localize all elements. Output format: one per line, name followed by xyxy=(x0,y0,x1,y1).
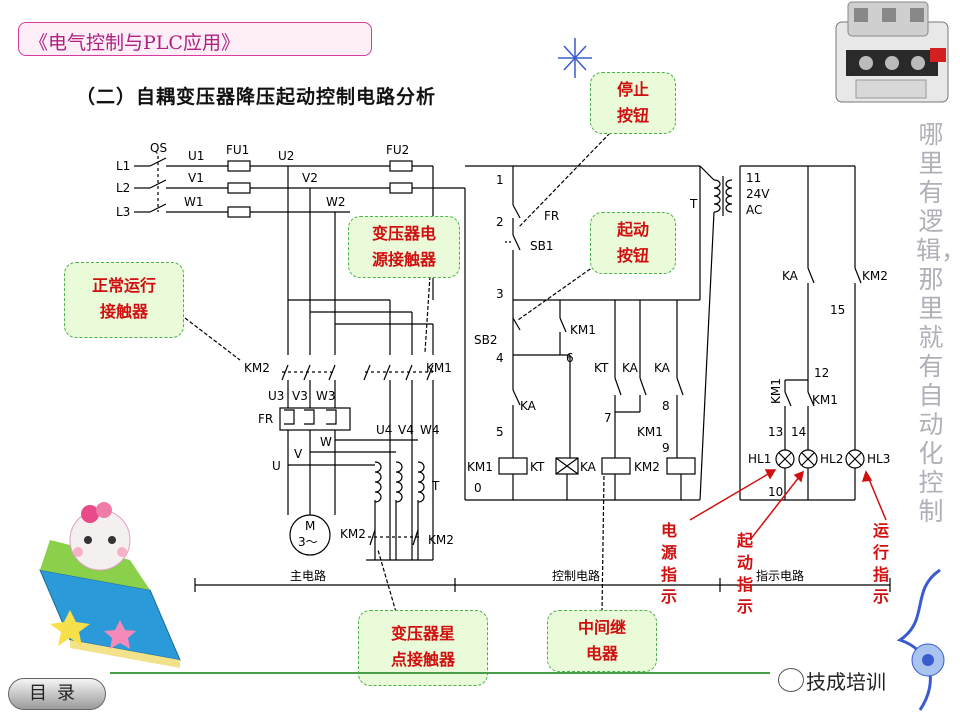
toc-button[interactable]: 目录 xyxy=(8,678,106,710)
node-4: 4 xyxy=(496,351,504,365)
label-km2-ind: KM2 xyxy=(862,269,888,283)
label-motor-m: M xyxy=(305,519,315,533)
label-v1: V1 xyxy=(188,171,204,185)
label-hl1: HL1 xyxy=(748,452,771,466)
coil-km1-label: KM1 xyxy=(467,460,493,474)
node-1: 1 xyxy=(496,173,504,187)
label-l3: L3 xyxy=(116,205,130,219)
section-indicator: 指示电路 xyxy=(756,568,804,583)
label-u1: U1 xyxy=(188,149,204,163)
wechat-icon xyxy=(778,668,804,692)
coil-km2-label: KM2 xyxy=(634,460,660,474)
label-u3: U3 xyxy=(268,389,284,403)
indicator-run-label: 运 行 指 示 xyxy=(872,521,889,606)
label-u: U xyxy=(272,459,281,473)
callout-transformer-power-contactor: 变压器电 源接触器 xyxy=(348,216,460,278)
label-v2: V2 xyxy=(302,171,318,185)
label-km1-aux: KM1 xyxy=(570,323,596,337)
callout-intermediate-relay: 中间继 电器 xyxy=(547,610,657,672)
label-km1-c: KM1 xyxy=(637,425,663,439)
node-5: 5 xyxy=(496,425,504,439)
label-sb1: SB1 xyxy=(530,239,553,253)
node-11: 11 xyxy=(746,171,761,185)
label-t-ctrl: T xyxy=(689,197,698,211)
course-title-box: 《电气控制与PLC应用》 xyxy=(18,22,372,56)
indicator-power-label: 电 源 指 示 xyxy=(660,521,677,606)
label-km1-ind-a: KM1 xyxy=(769,378,783,404)
coil-kt-label: KT xyxy=(530,460,545,474)
node-12: 12 xyxy=(814,366,829,380)
sparkle-icon xyxy=(558,38,592,78)
label-fu2: FU2 xyxy=(386,143,409,157)
slide-subtitle: （二）自耦变压器降压起动控制电路分析 xyxy=(76,86,437,108)
label-u2: U2 xyxy=(278,149,294,163)
label-qs: QS xyxy=(150,141,167,155)
label-ka: KA xyxy=(520,399,537,413)
watermark-text: 技成培训 xyxy=(806,670,886,694)
label-w2: W2 xyxy=(326,195,346,209)
callout-normal-run-contactor: 正常运行 接触器 xyxy=(64,262,184,338)
node-15: 15 xyxy=(830,303,845,317)
node-3: 3 xyxy=(496,287,504,301)
node-9: 9 xyxy=(662,441,670,455)
label-km2-star-b: KM2 xyxy=(428,533,454,547)
node-13: 13 xyxy=(768,425,783,439)
label-km1-ind-b: KM1 xyxy=(812,393,838,407)
label-km2-main: KM2 xyxy=(244,361,270,375)
label-v3: V3 xyxy=(292,389,308,403)
label-hl3: HL3 xyxy=(867,452,890,466)
label-fr: FR xyxy=(258,412,273,426)
label-w1: W1 xyxy=(184,195,204,209)
node-2: 2 xyxy=(496,215,504,229)
label-v4: V4 xyxy=(398,423,414,437)
callout-transformer-star-contactor: 变压器星 点接触器 xyxy=(358,610,488,686)
label-ac: AC xyxy=(746,203,762,217)
course-title: 《电气控制与PLC应用》 xyxy=(29,32,240,54)
label-fr-ctrl: FR xyxy=(544,209,559,223)
flower-decoration xyxy=(896,568,945,711)
label-w: W xyxy=(320,435,332,449)
label-u4: U4 xyxy=(376,423,392,437)
label-kt-contact: KT xyxy=(594,361,609,375)
footer-rule xyxy=(110,672,770,674)
label-ka-c1: KA xyxy=(622,361,639,375)
node-0: 0 xyxy=(474,481,482,495)
node-14: 14 xyxy=(791,425,806,439)
label-l2: L2 xyxy=(116,181,130,195)
indicator-start-label: 起 动 指 示 xyxy=(736,531,753,616)
label-24v: 24V xyxy=(746,187,770,201)
thermal-relay-image xyxy=(835,1,949,103)
node-8: 8 xyxy=(662,399,670,413)
label-km1-main: KM1 xyxy=(426,361,452,375)
section-main: 主电路 xyxy=(290,568,326,583)
label-sb2: SB2 xyxy=(474,333,497,347)
label-km2-star-a: KM2 xyxy=(340,527,366,541)
node-10: 10 xyxy=(768,485,783,499)
cartoon-book-decoration xyxy=(39,502,181,668)
label-fu1: FU1 xyxy=(226,143,249,157)
label-l1: L1 xyxy=(116,159,130,173)
coil-ka-label: KA xyxy=(580,460,597,474)
label-t-main: T xyxy=(431,479,440,493)
label-w4: W4 xyxy=(420,423,440,437)
label-v: V xyxy=(294,447,303,461)
label-motor-phase: 3～ xyxy=(298,535,318,549)
label-hl2: HL2 xyxy=(820,452,843,466)
label-ka-ind: KA xyxy=(782,269,799,283)
label-ka-c2: KA xyxy=(654,361,671,375)
label-w3: W3 xyxy=(316,389,336,403)
vertical-slogan: 哪里有逻辑，那里就有自动化控制 xyxy=(916,120,960,526)
callout-stop-button: 停止 按钮 xyxy=(590,72,676,134)
section-control: 控制电路 xyxy=(552,568,600,583)
node-6: 6 xyxy=(566,351,574,365)
node-7: 7 xyxy=(604,411,612,425)
callout-start-button: 起动 按钮 xyxy=(590,212,676,274)
